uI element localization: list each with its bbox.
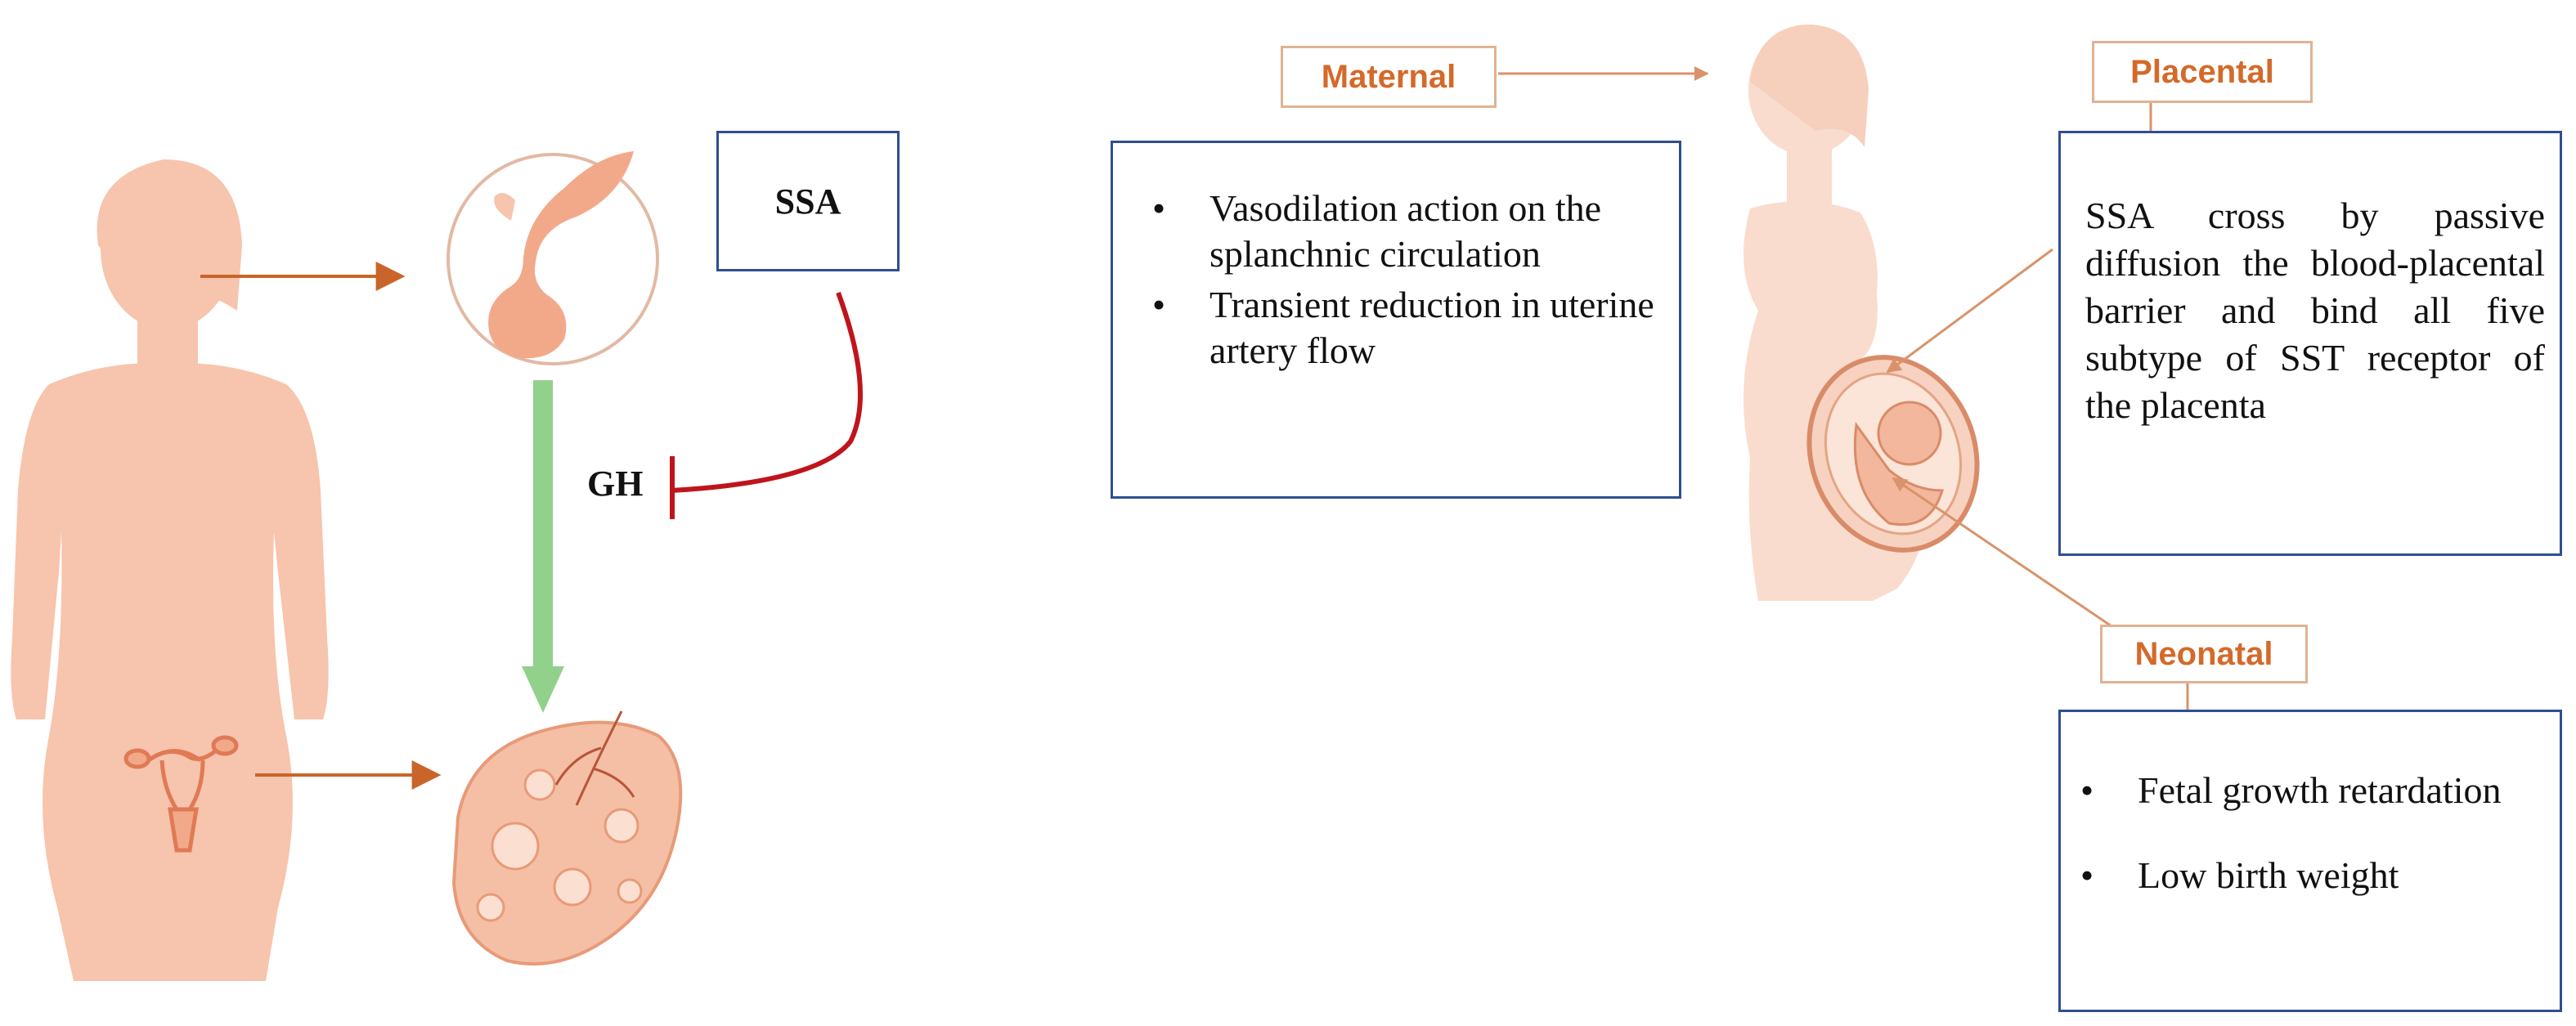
maternal-item: Transient reduction in uterine artery fl… bbox=[1152, 282, 1654, 374]
neonatal-tag: Neonatal bbox=[2100, 625, 2308, 683]
placental-title: Placental bbox=[2130, 53, 2274, 90]
maternal-tag: Maternal bbox=[1281, 46, 1497, 108]
arrow-placental-to-fetus bbox=[1886, 248, 2053, 374]
neonatal-item: Fetal growth retardation bbox=[2080, 768, 2543, 813]
uterus-icon bbox=[123, 735, 239, 853]
fetus-in-womb-icon bbox=[1806, 355, 1980, 553]
placental-box: SSA cross by passive diffusion the blood… bbox=[2058, 131, 2562, 556]
gh-stimulation-arrow bbox=[522, 380, 564, 713]
neonatal-item: Low birth weight bbox=[2080, 853, 2543, 898]
arrow-neonatal-to-fetus bbox=[1892, 477, 2117, 631]
pituitary-gland-icon bbox=[447, 151, 659, 365]
neonatal-title: Neonatal bbox=[2134, 635, 2273, 672]
neonatal-box: Fetal growth retardation Low birth weigh… bbox=[2058, 710, 2562, 1012]
ssa-label: SSA bbox=[774, 181, 841, 222]
ovary-icon bbox=[451, 710, 683, 966]
female-silhouette bbox=[11, 159, 329, 981]
maternal-item: Vasodilation action on the splanchnic ci… bbox=[1152, 186, 1654, 277]
neonatal-effects-list: Fetal growth retardation Low birth weigh… bbox=[2064, 768, 2543, 898]
gh-label: GH bbox=[587, 464, 644, 504]
maternal-box: Vasodilation action on the splanchnic ci… bbox=[1111, 141, 1681, 499]
placental-tag: Placental bbox=[2092, 41, 2313, 103]
maternal-effects-list: Vasodilation action on the splanchnic ci… bbox=[1136, 186, 1654, 374]
placental-text: SSA cross by passive diffusion the blood… bbox=[2085, 195, 2545, 426]
ssa-box: SSA bbox=[716, 131, 900, 271]
maternal-title: Maternal bbox=[1321, 58, 1456, 95]
ssa-inhibition-line bbox=[670, 291, 863, 519]
